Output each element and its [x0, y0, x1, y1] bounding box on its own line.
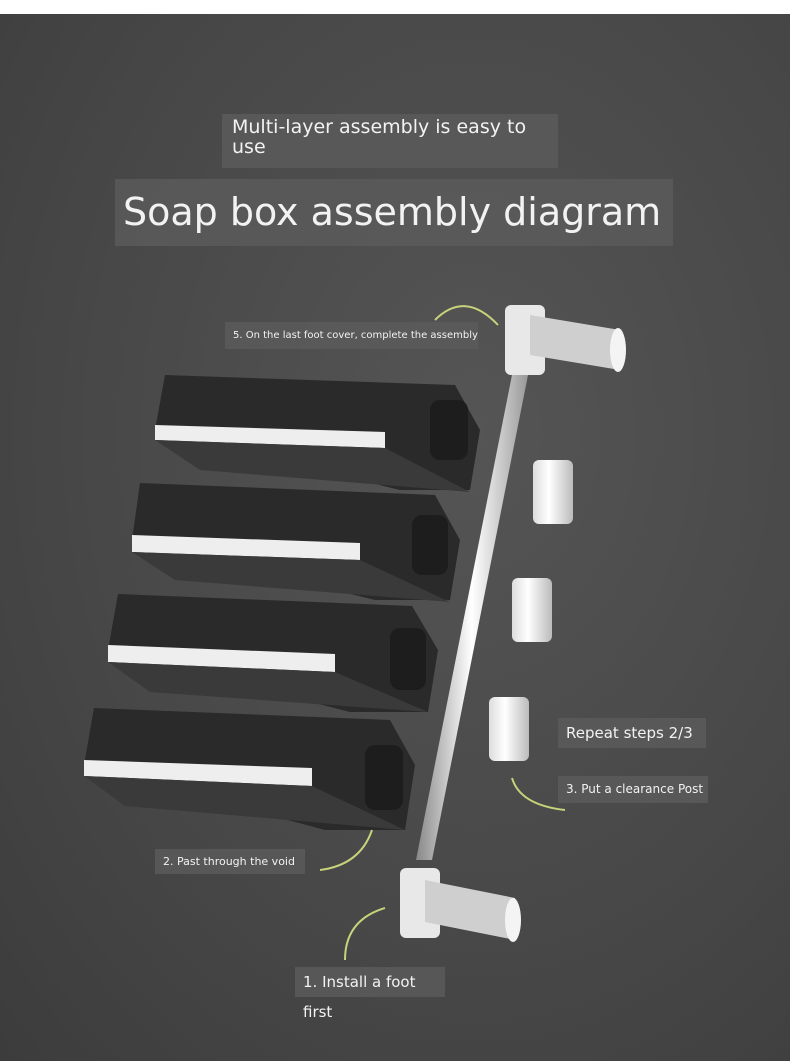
page-title: Soap box assembly diagram — [115, 179, 673, 246]
clearance-post-3 — [489, 697, 529, 761]
soap-box-4 — [84, 708, 415, 830]
clearance-post-2 — [512, 578, 552, 642]
rod — [416, 375, 528, 860]
arrow-step5 — [434, 305, 499, 326]
top-foot — [505, 305, 626, 375]
arrow-step2 — [319, 829, 373, 871]
arrows — [319, 305, 566, 961]
clearance-post-1 — [533, 460, 573, 524]
bottom-foot — [400, 868, 521, 942]
arrow-step1 — [344, 907, 386, 961]
soap-box-3 — [108, 594, 438, 712]
repeat-label: Repeat steps 2/3 — [558, 718, 706, 748]
soap-box-1 — [155, 375, 480, 492]
step3-label: 3. Put a clearance Post — [558, 776, 708, 803]
subtitle: Multi-layer assembly is easy to use — [222, 114, 558, 168]
step5-label: 5. On the last foot cover, complete the … — [225, 322, 478, 349]
step2-label: 2. Past through the void — [155, 849, 305, 874]
arrow-step3 — [511, 777, 566, 811]
soap-box-2 — [132, 483, 460, 602]
step1-label: 1. Install a foot first — [295, 967, 445, 1021]
